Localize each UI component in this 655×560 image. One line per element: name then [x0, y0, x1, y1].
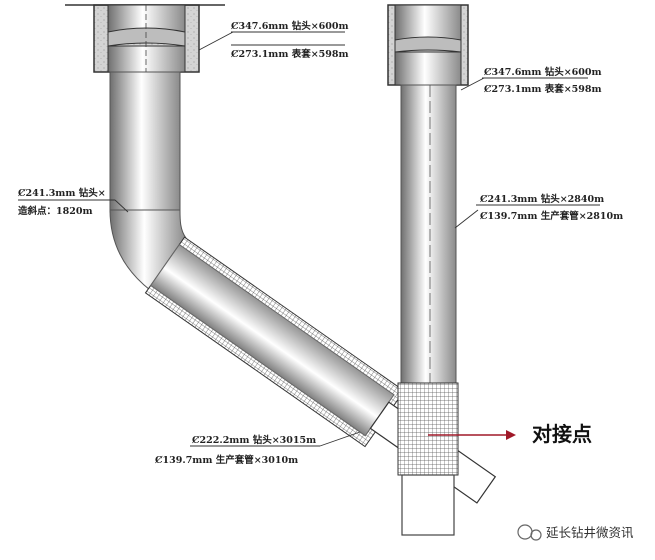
- right-well: [387, 4, 469, 536]
- right-prod-label-1: Ȼ241.3mm 钻头×2840m: [479, 193, 604, 205]
- right-rathole: [401, 474, 455, 536]
- right-vertical-pipe: [400, 84, 457, 386]
- chat-bubble-icon: [517, 524, 533, 540]
- watermark-text: 延长钻井微资讯: [546, 525, 634, 540]
- connection-arrowhead: [506, 430, 516, 440]
- right-surface-label-2: Ȼ273.1mm 表套×598m: [483, 83, 602, 95]
- left-well: [65, 4, 497, 504]
- left-vertical-pipe: [109, 71, 181, 213]
- leader-lines: [18, 31, 600, 447]
- watermark: 延长钻井微资讯: [517, 524, 634, 541]
- left-kickoff-label-1: Ȼ241.3mm 钻头×: [17, 187, 106, 199]
- left-inclined-pipe: [149, 243, 395, 437]
- left-kickoff-label-2: 造斜点：1820m: [18, 205, 93, 217]
- left-bottom-label-1: Ȼ222.2mm 钻头×3015m: [191, 434, 316, 446]
- right-prod-label-2: Ȼ139.7mm 生产套管×2810m: [479, 210, 623, 222]
- connection-point-label: 对接点: [532, 422, 592, 446]
- left-bottom-label-2: Ȼ139.7mm 生产套管×3010m: [154, 454, 298, 466]
- right-surface-label-1: Ȼ347.6mm 钻头×600m: [483, 66, 602, 78]
- left-surface-label-1: Ȼ347.6mm 钻头×600m: [230, 20, 349, 32]
- right-mesh-zone: [397, 382, 459, 476]
- left-surface-label-2: Ȼ273.1mm 表套×598m: [230, 48, 349, 60]
